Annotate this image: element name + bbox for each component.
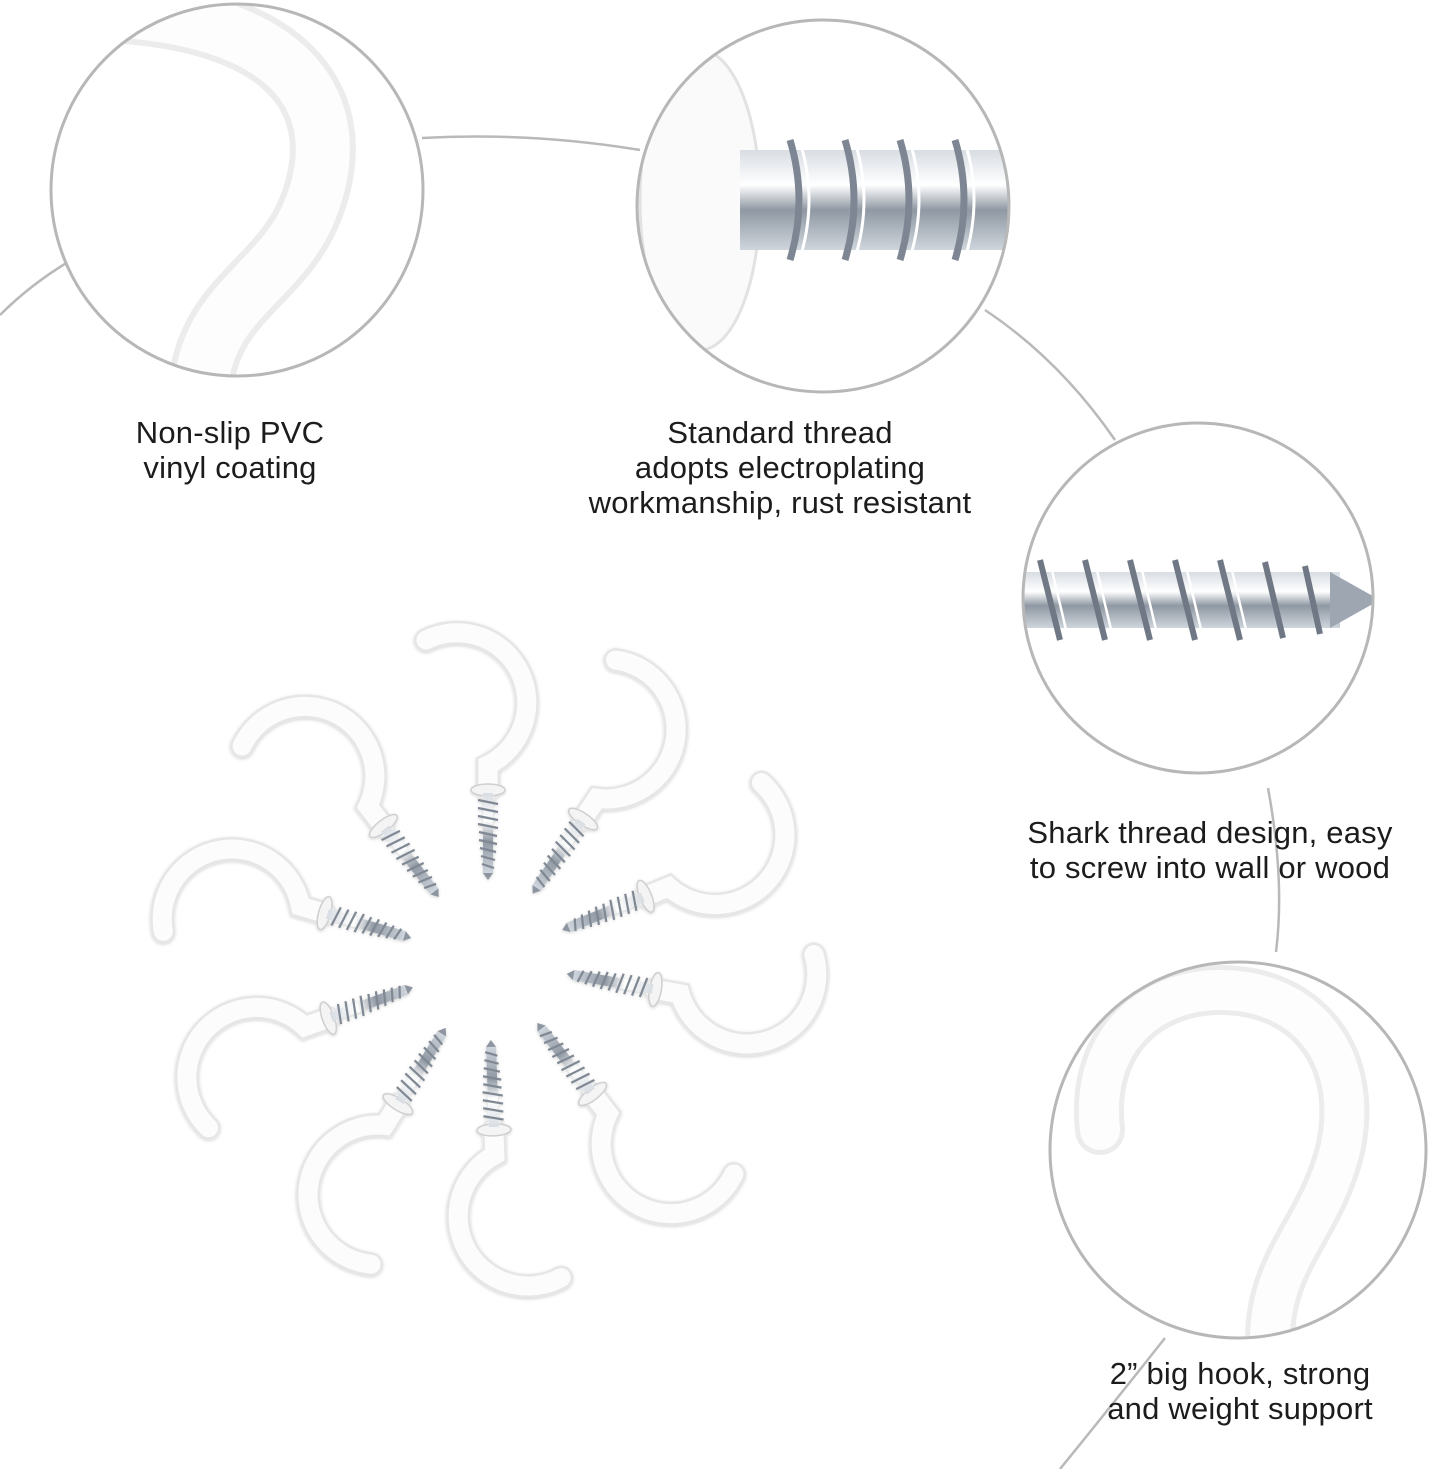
shark-thread-line-1: Shark thread design, easy bbox=[1027, 815, 1393, 850]
coating-line-2: vinyl coating bbox=[143, 450, 317, 485]
coating-feature-label: Non-slip PVC vinyl coating bbox=[60, 415, 400, 485]
hook-icon bbox=[77, 4, 356, 376]
big-hook-feature-label: 2” big hook, strong and weight support bbox=[1040, 1356, 1430, 1426]
hook-icon bbox=[1073, 964, 1370, 1338]
standard-thread-line-1: Standard thread bbox=[667, 415, 893, 450]
shark-thread-feature-label: Shark thread design, easy to screw into … bbox=[990, 815, 1430, 885]
shark-thread-line-2: to screw into wall or wood bbox=[1029, 850, 1391, 885]
coating-closeup-circle bbox=[49, 2, 425, 378]
shark-thread-circle bbox=[1021, 421, 1375, 775]
standard-thread-line-2: adopts electroplating bbox=[634, 450, 926, 485]
big-hook-circle bbox=[1048, 960, 1428, 1340]
coating-line-1: Non-slip PVC bbox=[135, 415, 325, 450]
hook-ring bbox=[156, 633, 821, 1289]
standard-thread-feature-label: Standard thread adopts electroplating wo… bbox=[520, 415, 1040, 520]
screw-thread-icon bbox=[1023, 559, 1373, 641]
screw-thread-icon bbox=[638, 48, 1009, 352]
standard-thread-circle bbox=[635, 18, 1011, 394]
connector-lines bbox=[0, 135, 1281, 1469]
standard-thread-line-3: workmanship, rust resistant bbox=[588, 485, 972, 520]
big-hook-line-1: 2” big hook, strong bbox=[1109, 1356, 1371, 1391]
big-hook-line-2: and weight support bbox=[1107, 1391, 1373, 1426]
